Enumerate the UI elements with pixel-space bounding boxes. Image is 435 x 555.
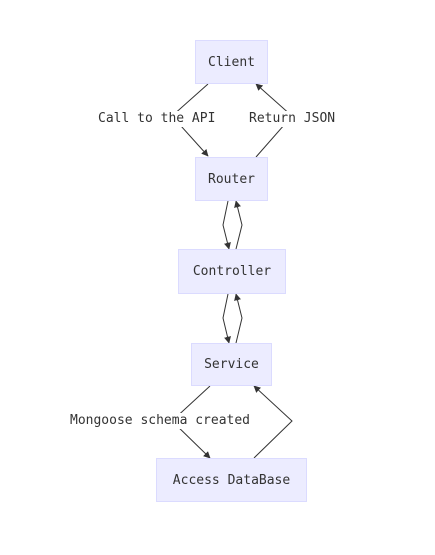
edge-controller-to-router [234, 200, 243, 250]
edge-label-return-json: Return JSON [249, 111, 336, 127]
node-service: Service [191, 343, 272, 386]
edge-service-to-controller [234, 293, 243, 344]
node-router: Router [195, 157, 268, 201]
edge-router-to-controller [222, 200, 231, 250]
edge-label-call-api: Call to the API [98, 111, 216, 127]
node-client: Client [195, 40, 268, 84]
node-controller: Controller [178, 249, 286, 294]
node-access-database: Access DataBase [156, 458, 307, 502]
edge-controller-to-service [222, 293, 231, 344]
edge-label-schema-created: Mongoose schema created [70, 413, 251, 429]
edge-database-to-service [253, 385, 293, 459]
